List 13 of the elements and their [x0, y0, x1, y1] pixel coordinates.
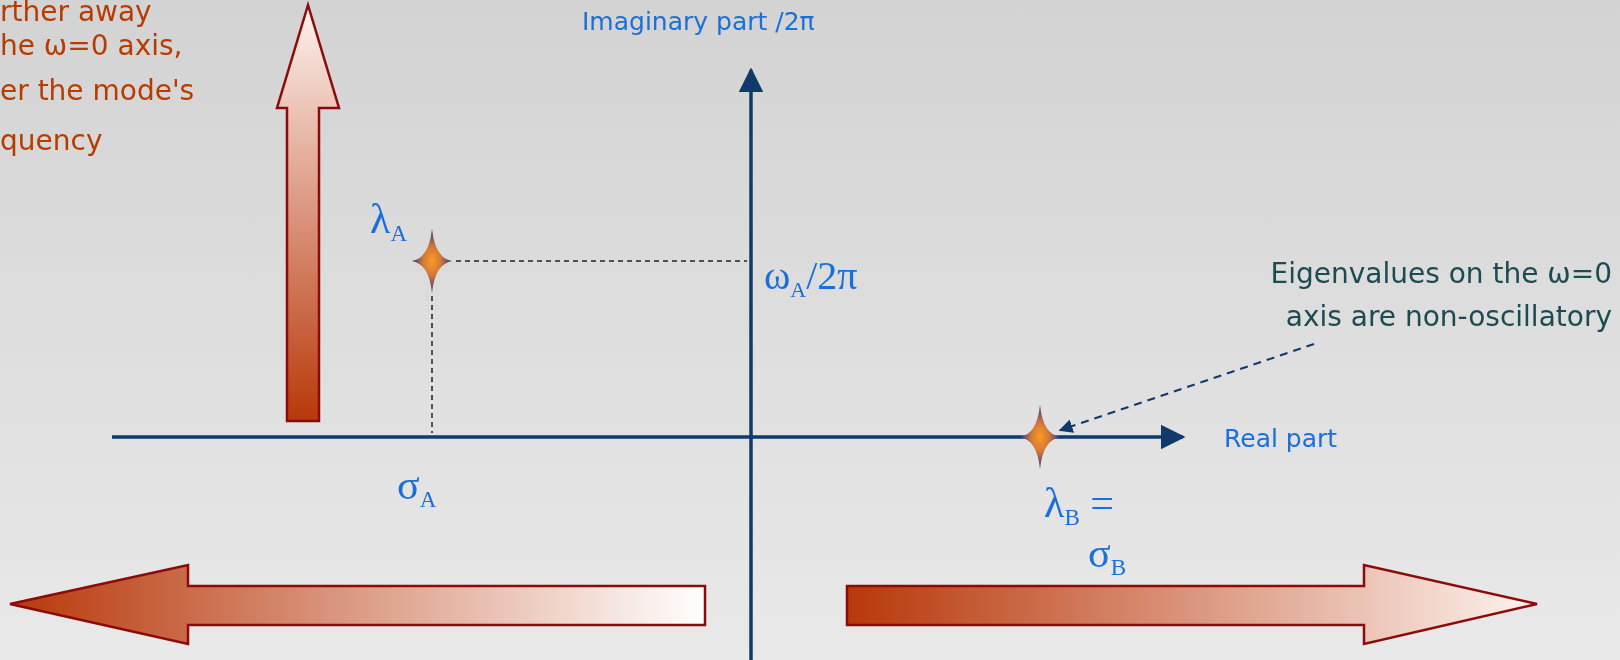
leader-arrow: [1058, 343, 1316, 433]
damping-label: σ$_{B}$: [1088, 530, 1127, 581]
eigenvalue-label: λ$_{B}$ =: [1044, 480, 1114, 531]
axis-title: Imaginary part /2π: [582, 8, 815, 36]
annotation-text: he ω=0 axis,: [0, 31, 183, 62]
damping-label: σ$_{A}$: [397, 462, 437, 513]
frequency-label: ω$_{A}$/2π: [764, 254, 858, 302]
annotation-text: Eigenvalues on the ω=0 axis are non-oscillatory: [1269, 256, 1612, 336]
annotation-text: rther away: [0, 0, 152, 28]
axis-title: Real part: [1224, 425, 1338, 453]
eigenvalue-label: λ$_{A}$: [370, 196, 408, 247]
annotation-text: quency: [0, 126, 103, 157]
annotation-text: er the mode's: [0, 76, 195, 107]
